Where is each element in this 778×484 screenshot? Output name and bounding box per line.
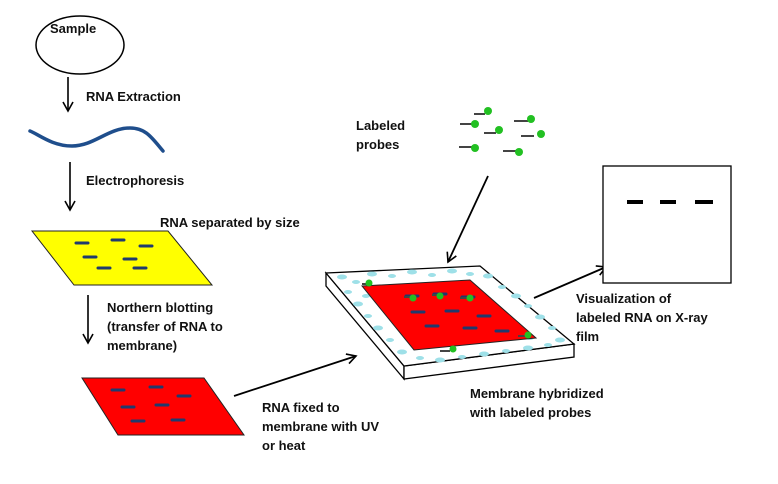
membrane-bands xyxy=(110,385,192,423)
probe-icon xyxy=(503,148,523,156)
hybridization-tray xyxy=(324,265,576,381)
rna-fixed-line-2: membrane with UV xyxy=(262,419,379,434)
visualization-line-3: film xyxy=(576,329,599,344)
probe-icon xyxy=(440,345,457,353)
arrow-to-hybridization xyxy=(233,353,358,397)
probe-icon xyxy=(521,130,545,138)
rna-separated-label: RNA separated by size xyxy=(160,215,300,230)
rna-strand xyxy=(28,126,165,153)
rna-fixed-label: RNA fixed to membrane with UV or heat xyxy=(262,400,383,453)
membrane-hybridized-label: Membrane hybridized with labeled probes xyxy=(469,386,607,420)
buffer-speckles xyxy=(337,268,565,363)
probe-icon xyxy=(459,144,479,152)
visualization-label: Visualization of labeled RNA on X-ray fi… xyxy=(576,291,711,344)
probe-icon xyxy=(362,279,373,287)
labeled-probes-line-1: Labeled xyxy=(356,118,405,133)
probe-icon xyxy=(474,107,492,115)
membrane-hybridized-line-1: Membrane hybridized xyxy=(470,386,604,401)
probe-cluster xyxy=(459,107,545,156)
labeled-probes-line-2: probes xyxy=(356,137,399,152)
labeled-probes-label: Labeled probes xyxy=(356,118,409,152)
rna-fixed-line-1: RNA fixed to xyxy=(262,400,340,415)
visualization-line-1: Visualization of xyxy=(576,291,672,306)
probe-icon xyxy=(484,126,503,134)
probe-icon xyxy=(460,294,474,302)
arrow-to-film xyxy=(533,265,608,299)
probe-icon xyxy=(518,331,532,339)
sample-oval xyxy=(35,15,125,75)
probe-icon xyxy=(432,292,444,300)
northern-blotting-line-1: Northern blotting xyxy=(107,300,213,315)
visualization-line-2: labeled RNA on X-ray xyxy=(576,310,708,325)
probe-icon xyxy=(404,294,417,302)
xray-film xyxy=(602,165,732,284)
sample-label: Sample xyxy=(50,21,96,36)
membrane-hybridized-line-2: with labeled probes xyxy=(469,405,591,420)
rna-extraction-label: RNA Extraction xyxy=(86,89,181,104)
arrow-probes-to-membrane xyxy=(446,175,489,264)
northern-blotting-line-3: membrane) xyxy=(107,338,177,353)
electrophoresis-label: Electrophoresis xyxy=(86,173,184,188)
probe-icon xyxy=(514,115,535,123)
bound-probes xyxy=(362,279,532,353)
probe-icon xyxy=(460,120,479,128)
northern-blotting-label: Northern blotting (transfer of RNA to me… xyxy=(107,300,226,353)
gel-bands xyxy=(74,238,154,270)
rna-fixed-line-3: or heat xyxy=(262,438,306,453)
northern-blotting-line-2: (transfer of RNA to xyxy=(107,319,223,334)
